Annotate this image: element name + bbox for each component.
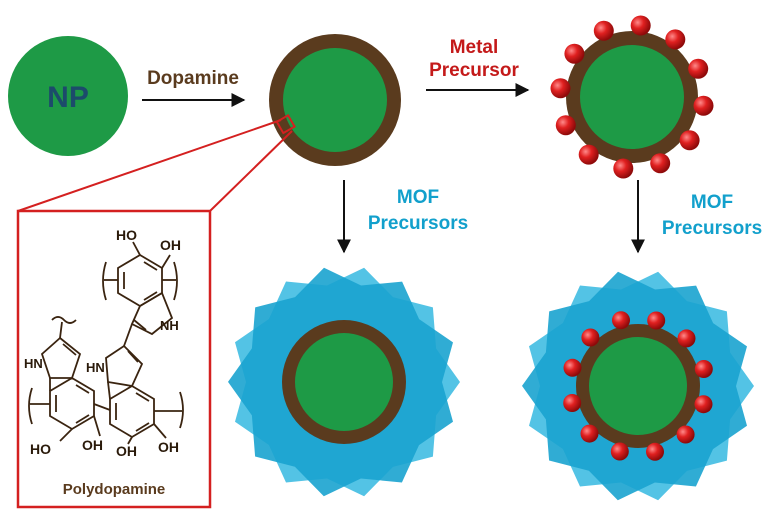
polydopamine-atom-labels: HO OH NH HN HN HO OH OH OH <box>24 227 181 459</box>
metal-particle <box>694 360 713 378</box>
atom-ho-bottom-left: HO <box>30 441 51 457</box>
atom-oh-bottom-2: OH <box>116 443 137 459</box>
mof-label-right-line2: Precursors <box>662 218 762 239</box>
atom-hn-left: HN <box>24 356 43 371</box>
metal-particle <box>550 78 571 99</box>
metal-particle <box>679 130 700 151</box>
atom-hn-right: HN <box>86 360 105 375</box>
metal-label-line1: Metal <box>450 37 499 58</box>
ring-top-pyrrole <box>130 291 174 336</box>
mof-mid-core <box>295 333 393 431</box>
metal-np-core <box>580 45 684 149</box>
ring-lower-left-pyrrole <box>40 336 82 379</box>
metal-particle <box>665 29 686 50</box>
ring-lower-right-pyrrole <box>105 344 144 388</box>
np-label: NP <box>47 81 89 114</box>
metal-particle <box>578 144 599 165</box>
metal-particle <box>613 158 634 179</box>
metal-particle <box>612 311 630 330</box>
atom-oh-bottom-1: OH <box>82 437 103 453</box>
dopamine-label: Dopamine <box>147 68 239 89</box>
metal-label-line2: Precursor <box>429 60 519 81</box>
metal-particle <box>630 15 651 36</box>
metal-particle <box>555 115 576 136</box>
metal-particle <box>581 328 600 347</box>
metal-particle <box>693 95 714 116</box>
metal-particle <box>593 20 614 41</box>
polydopamine-inset <box>16 209 212 509</box>
metal-particle <box>676 425 695 444</box>
metal-particle <box>650 153 671 174</box>
mof-right-core <box>589 337 687 435</box>
metal-particle <box>647 311 666 330</box>
mof-label-middle-line1: MOF <box>397 187 439 208</box>
atom-ho-top: HO <box>116 227 137 243</box>
metal-particle <box>564 43 585 64</box>
metal-particles-bottom <box>563 311 713 461</box>
polydopamine-structure <box>28 241 184 445</box>
atom-oh-top: OH <box>160 237 181 253</box>
pda-core <box>283 48 387 152</box>
mof-label-right-line1: MOF <box>691 192 733 213</box>
metal-particle <box>677 329 696 348</box>
atom-nh-top: NH <box>160 318 179 333</box>
metal-particle <box>610 442 629 461</box>
metal-particles-top <box>550 15 714 179</box>
metal-particle <box>580 424 599 443</box>
inset-marker <box>275 113 296 135</box>
metal-particle <box>688 58 709 79</box>
inset-connector-right <box>209 130 293 212</box>
polydopamine-label: Polydopamine <box>63 481 166 498</box>
np-core <box>8 36 128 156</box>
inset-connector-left <box>17 119 282 212</box>
metal-particle <box>563 358 582 377</box>
atom-oh-bottom-3: OH <box>158 439 179 455</box>
metal-particle <box>646 442 664 461</box>
metal-particle <box>694 395 713 414</box>
metal-particle <box>563 394 582 412</box>
mof-label-middle-line2: Precursors <box>368 213 468 234</box>
